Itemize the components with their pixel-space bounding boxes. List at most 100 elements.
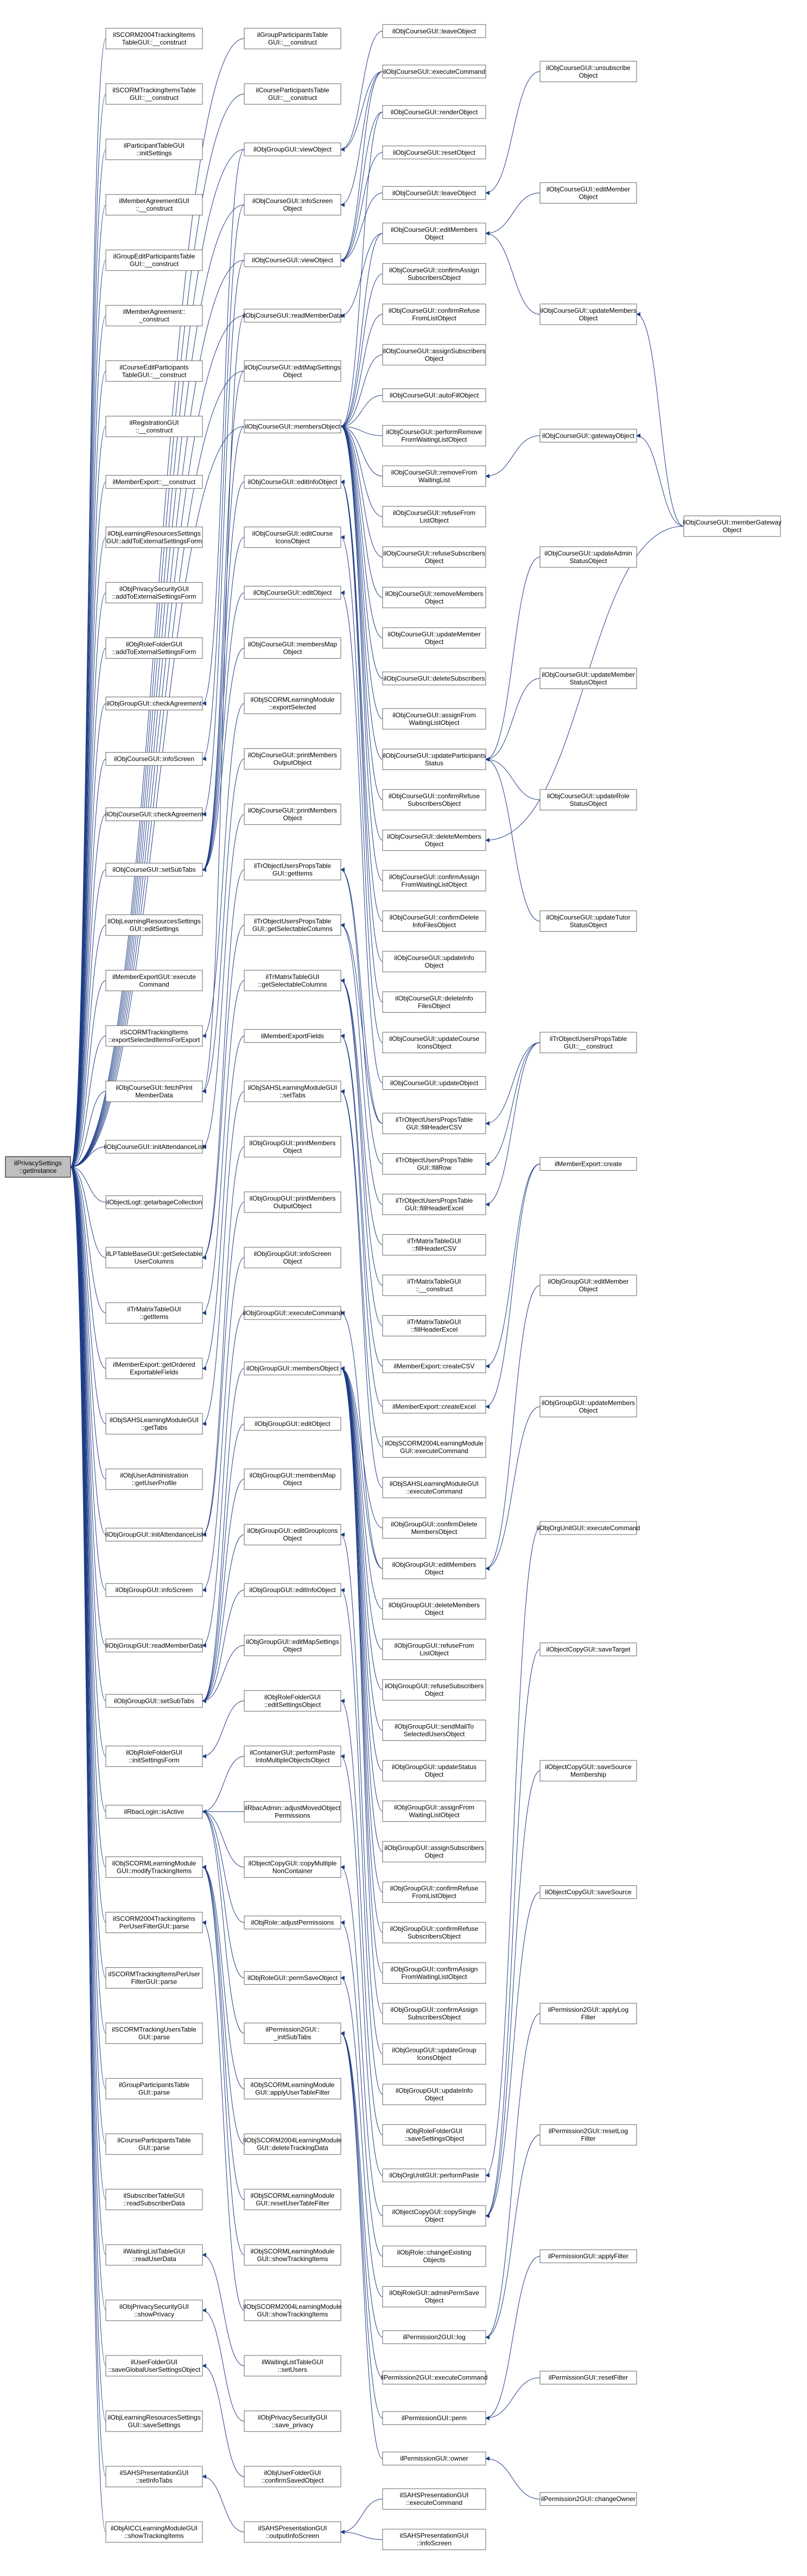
graph-node[interactable]: ilObjSAHSLearningModuleGUI::getTabs <box>105 1413 203 1435</box>
graph-node[interactable]: ilObjGroupGUI::viewObject <box>244 142 341 156</box>
graph-node[interactable]: ilObjRoleFolderGUI::addToExternalSetting… <box>105 637 203 659</box>
graph-node[interactable]: ilPermission2GUI::_initSubTabs <box>244 2023 341 2044</box>
graph-node[interactable]: ilObjectLogt::getarbageCollection <box>105 1195 203 1209</box>
graph-node[interactable]: ilObjCourseGUI::deleteSubscribers <box>382 671 486 685</box>
graph-node[interactable]: ilCourseEditParticipantsTableGUI::__cons… <box>105 360 203 382</box>
graph-node[interactable]: ilObjGroupGUI::editObject <box>244 1417 341 1431</box>
graph-node[interactable]: ilTrMatrixTableGUI::fillHeaderExcel <box>382 1315 486 1337</box>
graph-node[interactable]: ilTrObjectUsersPropsTableGUI::__construc… <box>539 1032 637 1053</box>
graph-node[interactable]: ilObjCourseGUI::resetObject <box>382 146 486 160</box>
graph-node[interactable]: ilSAHSPresentationGUI::infoScreen <box>382 2529 486 2550</box>
graph-node[interactable]: ilTrMatrixTableGUI::getSelectableColumns <box>244 970 341 992</box>
graph-node[interactable]: ilSAHSPresentationGUI::setInfoTabs <box>105 2466 203 2487</box>
graph-node[interactable]: ilSCORM2004TrackingItemsPerUserFilterGUI… <box>105 1912 203 1933</box>
graph-node[interactable]: ilTrObjectUsersPropsTableGUI::getSelecta… <box>244 914 341 936</box>
graph-node[interactable]: ilSAHSPresentationGUI::executeCommand <box>382 2488 486 2510</box>
graph-node[interactable]: ilObjCourseGUI::confirmRefuseFromListObj… <box>382 304 486 325</box>
graph-node[interactable]: ilMemberExport::create <box>539 1157 637 1171</box>
graph-node[interactable]: ilObjRole::adjustPermissions <box>244 1916 341 1929</box>
graph-node[interactable]: ilMemberExportGUI::executeCommand <box>105 970 203 992</box>
graph-node[interactable]: ilObjGroupGUI::confirmAssignFromWaitingL… <box>382 1962 486 1984</box>
graph-node[interactable]: ilCourseParticipantsTableGUI::__construc… <box>244 83 341 105</box>
graph-node[interactable]: ilObjCourseGUI::confirmDeleteInfoFilesOb… <box>382 910 486 932</box>
graph-node[interactable]: ilObjCourseGUI::autoFillObject <box>382 388 486 402</box>
graph-node[interactable]: ilObjCourseGUI::performRemoveFromWaiting… <box>382 425 486 446</box>
graph-node[interactable]: ilObjSCORMLearningModuleGUI::applyUserTa… <box>244 2078 341 2100</box>
graph-node[interactable]: ilSCORMTrackingItems::exportSelectedItem… <box>105 1025 203 1047</box>
graph-node[interactable]: ilObjSCORMLearningModule::exportSelected <box>244 693 341 715</box>
graph-node[interactable]: ilObjRoleFolderGUI::initSettingsForm <box>105 1745 203 1767</box>
graph-node[interactable]: ilObjCourseGUI::editInfoObject <box>244 475 341 489</box>
graph-node[interactable]: ilObjGroupGUI::setSubTabs <box>105 1694 203 1708</box>
graph-node[interactable]: ilObjOrgUnitGUI::performPaste <box>382 2168 486 2182</box>
graph-node[interactable]: ilParticipantTableGUI::initSettings <box>105 138 203 160</box>
graph-node[interactable]: ilObjGroupGUI::confirmAssignSubscribersO… <box>382 2003 486 2024</box>
graph-node[interactable]: ilObjRoleGUI::permSaveObject <box>244 1971 341 1985</box>
graph-node[interactable]: ilTrMatrixTableGUI::__construct <box>382 1274 486 1296</box>
graph-node[interactable]: ilObjGroupGUI::assignFromWaitingListObje… <box>382 1801 486 1822</box>
graph-node[interactable]: ilObjCourseGUI::checkAgreement <box>105 807 204 822</box>
graph-node[interactable]: ilObjCourseGUI::confirmRefuseSubscribers… <box>382 789 486 811</box>
graph-node[interactable]: ilMemberExport::createExcel <box>382 1400 486 1414</box>
graph-node[interactable]: ilObjCourseGUI::confirmAssignFromWaiting… <box>382 870 486 892</box>
graph-node[interactable]: ilObjSCORM2004LearningModuleGUI::deleteT… <box>243 2133 342 2155</box>
graph-node[interactable]: ilPermission2GUI::log <box>382 2330 486 2344</box>
graph-node[interactable]: ilObjLearningResourcesSettingsGUI::addTo… <box>105 526 203 548</box>
graph-node[interactable]: ilObjSCORMLearningModuleGUI::resetUserTa… <box>244 2189 341 2211</box>
graph-node[interactable]: ilObjSCORMLearningModuleGUI::modifyTrack… <box>105 1856 203 1878</box>
graph-node[interactable]: ilRegistrationGUI::__construct <box>105 415 203 437</box>
graph-node[interactable]: ilObjectCopyGUI::copyMultipleNonContaine… <box>244 1856 341 1878</box>
graph-node[interactable]: ilObjPrivacySecurityGUI::showPrivacy <box>105 2300 203 2321</box>
graph-node[interactable]: ilObjLearningResourcesSettingsGUI::saveS… <box>105 2410 203 2432</box>
graph-node[interactable]: ilObjGroupGUI::executeCommand <box>243 1306 342 1320</box>
graph-node[interactable]: ilPermissionGUI::perm <box>382 2411 486 2425</box>
graph-node[interactable]: ilMemberExportFields <box>244 1029 341 1043</box>
graph-node[interactable]: ilObjRoleFolderGUI::saveSettingsObject <box>382 2124 486 2146</box>
graph-node[interactable]: ilWaitingListTableGUI::readUserData <box>105 2244 203 2266</box>
graph-node[interactable]: ilUserFolderGUI::saveGlobalUserSettingsO… <box>105 2355 203 2377</box>
graph-node[interactable]: ilObjCourseGUI::renderObject <box>382 105 486 119</box>
graph-node[interactable]: ilPermissionGUI::applyFilter <box>539 2249 637 2263</box>
graph-node[interactable]: ilObjPrivacySecurityGUI::save_privacy <box>244 2410 341 2432</box>
graph-node[interactable]: ilObjAICCLearningModuleGUI::showTracking… <box>105 2521 203 2543</box>
graph-node[interactable]: ilObjGroupGUI::membersObject <box>244 1361 341 1375</box>
graph-node[interactable]: ilObjCourseGUI::viewObject <box>244 253 341 267</box>
graph-node[interactable]: ilObjOrgUnitGUI::executeCommand <box>537 1521 640 1535</box>
graph-node[interactable]: ilObjCourseGUI::initAttendanceList <box>104 1140 205 1154</box>
graph-node[interactable]: ilObjRoleFolderGUI::editSettingsObject <box>244 1690 341 1712</box>
graph-node[interactable]: ilSCORMTrackingItemsTableGUI::__construc… <box>105 83 203 105</box>
graph-node[interactable]: ilGroupEditParticipantsTableGUI::__const… <box>105 249 203 271</box>
graph-node[interactable]: ilObjGroupGUI::readMemberData <box>105 1638 203 1652</box>
graph-node[interactable]: ilObjUserAdministration::getUserProfile <box>105 1468 203 1490</box>
